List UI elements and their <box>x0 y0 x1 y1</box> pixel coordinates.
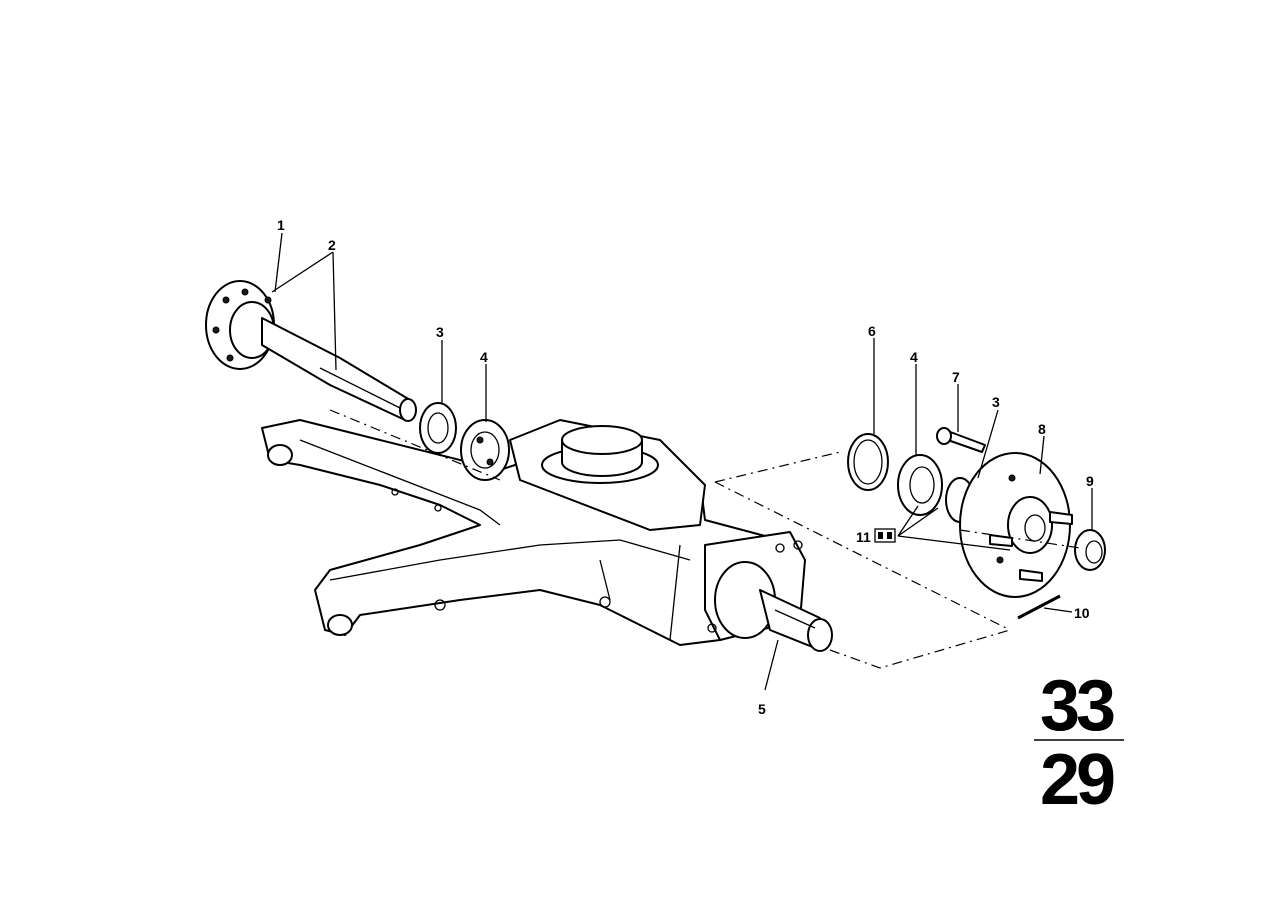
leader-lines <box>271 232 1093 691</box>
callout-7: 7 <box>952 369 960 385</box>
kit-symbol-icon <box>874 528 896 543</box>
callout-6: 6 <box>868 323 876 339</box>
callout-2: 2 <box>328 237 336 253</box>
callout-3-right: 3 <box>992 394 1000 410</box>
callout-4-left: 4 <box>480 349 488 365</box>
callout-9: 9 <box>1086 473 1094 489</box>
group-number-top: 33 <box>1040 666 1114 746</box>
callout-8: 8 <box>1038 421 1046 437</box>
stub-axle <box>714 561 833 652</box>
callout-1: 1 <box>277 217 285 233</box>
group-number-bottom: 29 <box>1040 740 1114 820</box>
callout-numbers: 1 2 3 4 5 6 4 7 3 8 9 10 11 <box>277 217 1094 717</box>
callout-5: 5 <box>758 701 766 717</box>
hub-parts-right <box>847 427 1106 620</box>
callout-4-right: 4 <box>910 349 918 365</box>
callout-3-left: 3 <box>436 324 444 340</box>
callout-10: 10 <box>1074 605 1090 621</box>
bearing-set-left <box>419 402 510 481</box>
group-number: 33 29 <box>1034 666 1124 820</box>
assembly-lines <box>329 409 1081 669</box>
drive-flange-shaft <box>205 280 417 422</box>
callout-11: 11 <box>856 529 871 545</box>
